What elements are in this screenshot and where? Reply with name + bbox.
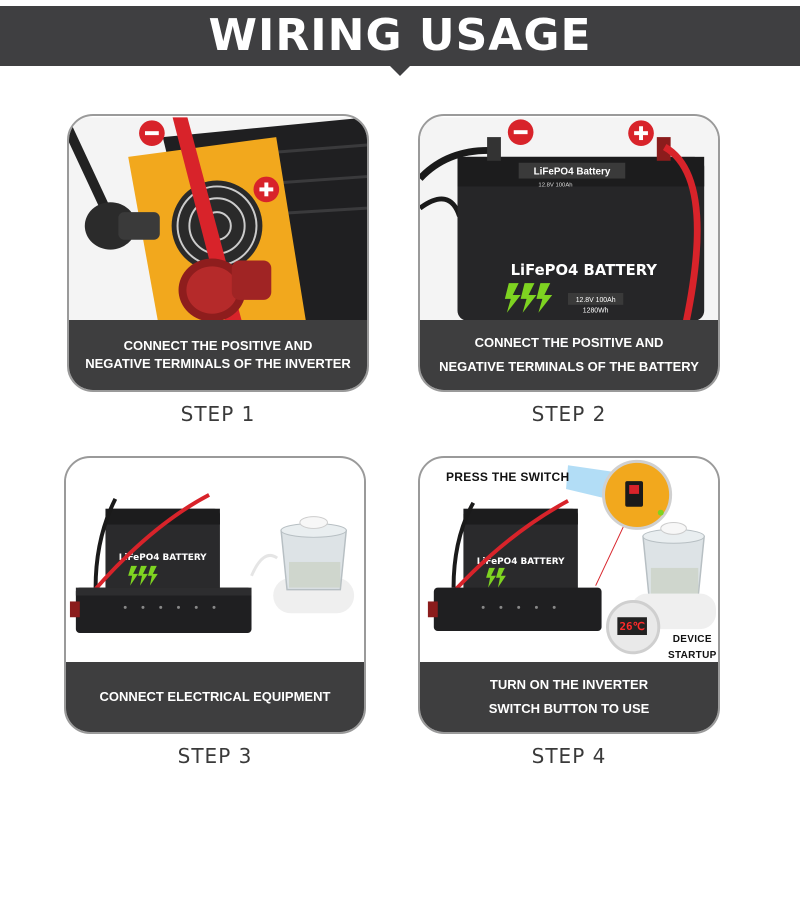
caption-line: CONNECT THE POSITIVE AND [123,338,313,353]
step-1-card: CONNECT THE POSITIVE AND NEGATIVE TERMIN… [67,114,369,392]
step-3-caption: CONNECT ELECTRICAL EQUIPMENT [66,662,364,732]
device-line: STARTUP [668,650,717,661]
battery-main-label: LiFePO4 BATTERY [477,557,565,567]
battery-spec-2: 12.8V 100Ah [576,297,616,304]
inverter-terminals-photo [69,117,367,322]
display-readout: 26℃ [620,620,645,633]
step-2-label: STEP 2 [531,402,607,426]
equipment-setup-photo: LiFePO4 BATTERY [66,459,364,663]
caption-line: NEGATIVE TERMINALS OF THE BATTERY [439,359,699,374]
lightning-icon [486,567,506,588]
switch-startup-photo: LiFePO4 BATTERY 26℃ [420,459,718,663]
step-4-label: STEP 4 [531,744,607,768]
page-title: WIRING USAGE [208,10,592,61]
battery-energy: 1280Wh [583,308,609,315]
caption-line: CONNECT ELECTRICAL EQUIPMENT [99,689,331,704]
lightning-icon [128,565,158,586]
caption-line: TURN ON THE INVERTER [489,677,649,692]
caption-line: NEGATIVE TERMINALS OF THE INVERTER [85,356,351,371]
device-line: DEVICE [672,634,712,645]
step-2-caption: CONNECT THE POSITIVE AND NEGATIVE TERMIN… [420,320,718,390]
battery-main-label: LiFePO4 BATTERY [119,553,207,563]
plus-terminal-icon [253,176,280,203]
press-switch-text: PRESS THE SWITCH [446,470,570,484]
caption-line: CONNECT THE POSITIVE AND [474,335,664,350]
step-4-caption: TURN ON THE INVERTER SWITCH BUTTON TO US… [420,662,718,732]
battery-main-label: LiFePO4 BATTERY [511,262,658,279]
battery-spec-text: 12.8V 100Ah [538,182,572,188]
battery-brand-text: LiFePO4 Battery [534,167,611,178]
step-3-card: LiFePO4 BATTERY CONNECT ELECTRICAL EQUIP… [64,456,366,734]
plus-terminal-icon [628,120,654,146]
step-2-card: LiFePO4 Battery 12.8V 100Ah LiFePO4 BATT… [418,114,720,392]
minus-terminal-icon [139,120,165,146]
step-4-card: LiFePO4 BATTERY 26℃ PRESS THE SWI [418,456,720,734]
step-1-caption: CONNECT THE POSITIVE AND NEGATIVE TERMIN… [69,320,367,390]
battery-terminals-photo: LiFePO4 Battery 12.8V 100Ah LiFePO4 BATT… [420,117,718,322]
step-3-label: STEP 3 [177,744,253,768]
minus-terminal-icon [507,119,534,145]
banner-notch [388,64,412,76]
caption-line: SWITCH BUTTON TO USE [488,701,650,716]
header-banner: WIRING USAGE [0,6,800,66]
step-1-label: STEP 1 [180,402,256,426]
device-startup-text: DEVICE STARTUP [668,632,717,664]
lightning-icon [504,283,553,313]
